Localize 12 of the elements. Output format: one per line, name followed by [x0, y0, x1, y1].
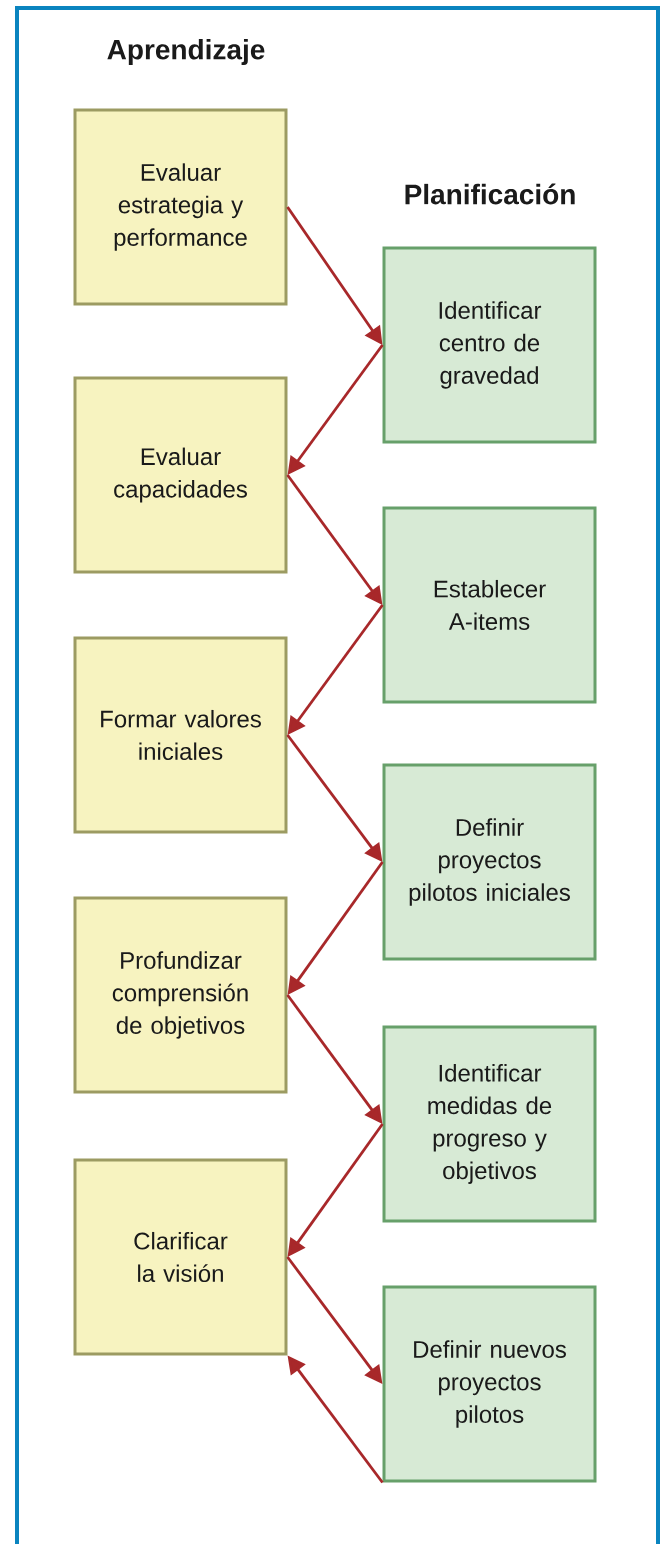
learning-box: Evaluar capacidades [73, 376, 288, 574]
column-heading: Aprendizaje [107, 38, 265, 66]
column-heading: Planificación [405, 183, 575, 205]
learning-box: Clarificar la visión [73, 1158, 288, 1356]
planning-box: Definir nuevos proyectos pilotos [382, 1285, 597, 1483]
planning-box: Establecer A-items [382, 506, 597, 704]
planning-box: Identificar medidas de progreso y objetivos [382, 1025, 597, 1223]
learning-box: Evaluar estrategia y performance [73, 108, 288, 306]
learning-box: Profundizar comprensión de objetivos [73, 896, 288, 1094]
planning-box: Definir proyectos pilotos iniciales [382, 763, 597, 961]
learning-box: Formar valores iniciales [73, 636, 288, 834]
planning-box: Identificar centro de gravedad [382, 246, 597, 444]
